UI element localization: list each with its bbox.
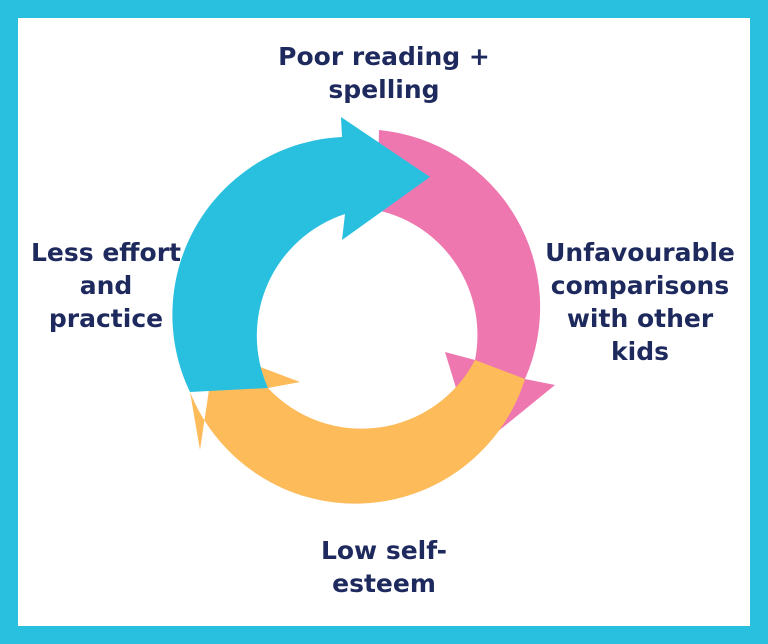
- label-line: with other: [566, 304, 714, 333]
- label-line: practice: [48, 304, 164, 333]
- arc-pink: [377, 130, 555, 450]
- arc-orange: [190, 350, 525, 504]
- label-line: Less effort: [30, 238, 181, 267]
- stage-label-bottom: Low self- esteem: [268, 534, 500, 600]
- label-line: and: [79, 271, 133, 300]
- label-line: kids: [611, 337, 669, 366]
- label-line: Low self-: [320, 536, 448, 565]
- label-line: Unfavourable: [545, 238, 735, 267]
- arc-blue: [172, 117, 430, 392]
- stage-label-left: Less effort and practice: [24, 236, 188, 335]
- stage-label-right: Unfavourable comparisons with other kids: [540, 236, 740, 368]
- label-line: Poor reading +: [278, 42, 490, 71]
- label-line: spelling: [328, 75, 440, 104]
- label-line: comparisons: [550, 271, 730, 300]
- label-line: esteem: [332, 569, 436, 598]
- stage-label-top: Poor reading + spelling: [234, 40, 534, 106]
